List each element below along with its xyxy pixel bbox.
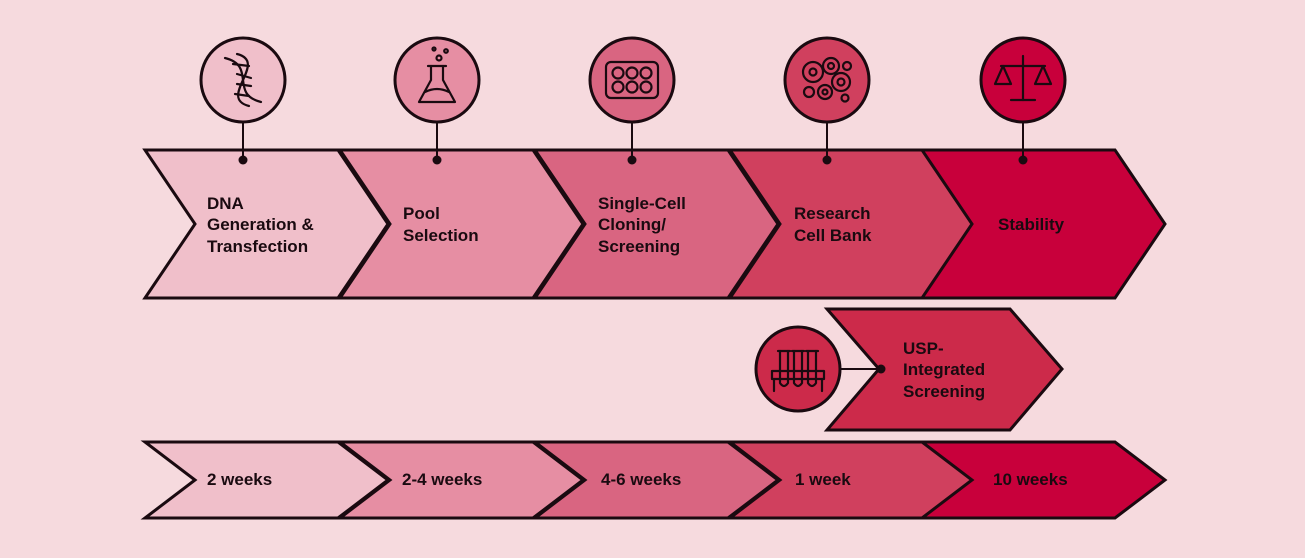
- bubble: [443, 48, 449, 54]
- duration-label: 2-4 weeks: [402, 470, 483, 490]
- plate-well: [639, 66, 653, 80]
- step-label-line: Cloning/: [598, 215, 666, 235]
- icon-circle: [588, 36, 676, 124]
- plate-well: [611, 80, 625, 94]
- connector-dot: [238, 155, 248, 165]
- connector-dot: [432, 155, 442, 165]
- dna-rung: [233, 92, 251, 98]
- duration-label: 10 weeks: [993, 470, 1068, 490]
- connector-dot: [822, 155, 832, 165]
- dna-icon: [199, 36, 287, 124]
- connector-dot: [627, 155, 637, 165]
- step-label-stability: Stability: [998, 150, 1138, 300]
- duration-label: 2 weeks: [207, 470, 273, 490]
- step-label-line: Screening: [598, 236, 681, 256]
- step-chevron: [337, 148, 585, 300]
- step-label-research-cell-bank: Research Cell Bank: [794, 150, 934, 300]
- connector-dot: [876, 364, 886, 374]
- step-label-usp-integrated-screening: USP- Integrated Screening: [903, 310, 1043, 430]
- test-tube: [806, 349, 818, 388]
- step-label-line: Research: [794, 204, 871, 224]
- duration-label: 4-6 weeks: [601, 470, 682, 490]
- test-tube-rack-icon: [754, 325, 842, 413]
- cell: [841, 60, 853, 72]
- duration-label: 1 week: [795, 470, 851, 490]
- icon-circle: [754, 325, 842, 413]
- cell-nucleus: [808, 67, 818, 77]
- step-label-line: Transfection: [207, 236, 309, 256]
- step-label-line: Integrated: [903, 360, 986, 380]
- step-label-line: USP-: [903, 338, 944, 358]
- step-label-line: Pool: [403, 204, 440, 224]
- cell: [802, 85, 816, 99]
- dna-rung: [235, 82, 253, 88]
- flask-icon: [393, 36, 481, 124]
- plate-outline: [604, 60, 660, 100]
- bubble: [431, 46, 437, 52]
- scale-pan: [993, 64, 1013, 86]
- duration-chevron: [917, 440, 1168, 520]
- flask-liquid: [423, 87, 451, 94]
- step-label-line: Generation &: [207, 215, 314, 235]
- cell: [821, 56, 841, 76]
- step-chevron: [142, 148, 390, 300]
- step-label-pool-selection: Pool Selection: [403, 150, 543, 300]
- step-chevron: [919, 148, 1167, 300]
- dna-rung: [235, 72, 253, 80]
- plate-well: [625, 80, 639, 94]
- scale-icon: [979, 36, 1067, 124]
- step-label-line: Screening: [903, 381, 986, 401]
- step-label-line: DNA: [207, 193, 244, 213]
- icon-circle: [393, 36, 481, 124]
- cell: [840, 93, 850, 103]
- step-label-dna-generation: DNA Generation & Transfection: [207, 150, 347, 300]
- step-label-single-cell-cloning: Single-Cell Cloning/ Screening: [598, 150, 738, 300]
- step-chevron: [532, 148, 780, 300]
- step-label-line: Single-Cell: [598, 193, 686, 213]
- plate-well: [611, 66, 625, 80]
- plate-well: [639, 80, 653, 94]
- rack-shelf: [770, 369, 826, 381]
- flask-body: [417, 64, 457, 104]
- icon-circle: [783, 36, 871, 124]
- dna-rung: [231, 62, 251, 68]
- scale-pan: [1033, 64, 1053, 86]
- cell: [830, 71, 852, 93]
- connector-dot: [1018, 155, 1028, 165]
- step-label-line: Selection: [403, 226, 479, 245]
- cell-nucleus: [836, 77, 846, 87]
- cell: [801, 60, 825, 84]
- plate-well: [625, 66, 639, 80]
- bubble: [435, 54, 443, 62]
- step-label-line: Stability: [998, 215, 1065, 235]
- well-plate-icon: [588, 36, 676, 124]
- step-label-line: Cell Bank: [794, 226, 872, 245]
- test-tube: [778, 349, 790, 388]
- cells-icon: [783, 36, 871, 124]
- dna-strand: [235, 52, 251, 108]
- cell-nucleus: [826, 61, 836, 71]
- cell: [816, 83, 834, 101]
- test-tube: [792, 349, 804, 388]
- cell-nucleus: [821, 88, 829, 96]
